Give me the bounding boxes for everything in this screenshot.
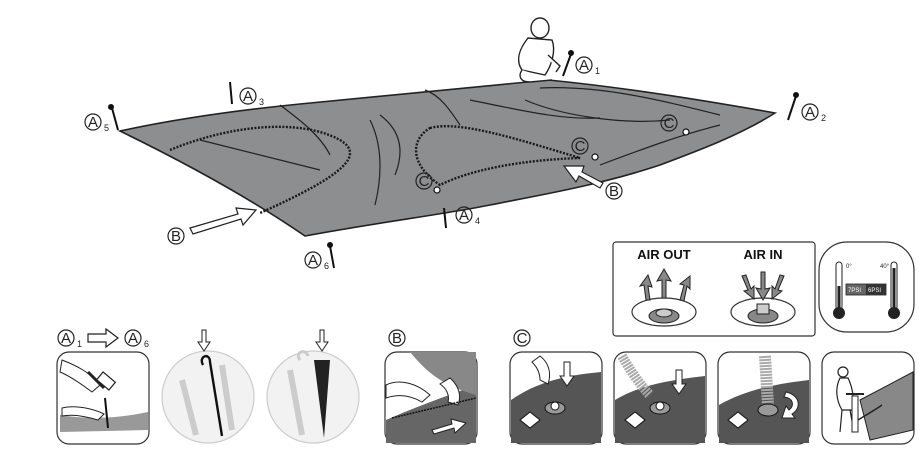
- step-a-stake-panel: [161, 329, 255, 444]
- cover-fold: [379, 114, 401, 176]
- air-in-label: AIR IN: [744, 247, 783, 262]
- svg-text:A: A: [243, 88, 253, 105]
- arrow-up-icon: [656, 268, 672, 299]
- cover-valve: [433, 186, 441, 194]
- svg-text:C: C: [664, 115, 675, 132]
- arrow-right-icon: [87, 327, 119, 349]
- label-c: C: [660, 114, 678, 132]
- svg-text:5: 5: [104, 123, 109, 133]
- cover-fold: [369, 119, 381, 206]
- pump-hose: [617, 353, 654, 399]
- label-a5: A 5: [84, 113, 109, 133]
- cover-valve: [682, 128, 690, 136]
- psi-high: 6PSI: [868, 288, 881, 294]
- cover-fold: [599, 124, 721, 166]
- air-out-label: AIR OUT: [637, 247, 691, 262]
- hand-icon: [385, 381, 431, 403]
- step-c-panel-2: [613, 351, 707, 445]
- step-c-panel-1: [509, 351, 603, 445]
- anchor-stake-icon: [287, 350, 330, 438]
- cover-fold: [424, 89, 461, 126]
- svg-text:C: C: [517, 330, 528, 347]
- step-b-header: B: [388, 329, 406, 347]
- arrow-down-icon: [771, 274, 785, 301]
- arrow-up-icon: [638, 273, 653, 301]
- rotate-arrow-icon: [781, 391, 799, 419]
- pump-hose: [759, 355, 774, 406]
- arrow-down-icon: [741, 274, 755, 301]
- svg-text:A: A: [579, 57, 589, 74]
- step-c-panel-3: [717, 351, 811, 445]
- valve-info-panel: AIR OUT AIR IN: [612, 241, 816, 337]
- label-c: C: [571, 137, 589, 155]
- arrow-up-icon: [678, 274, 691, 302]
- temp-max: 40°: [880, 264, 890, 270]
- cover-valve: [591, 153, 599, 161]
- hand-icon: [439, 377, 461, 406]
- thermometer-icon: [833, 261, 845, 319]
- arrow-right-icon: [189, 207, 258, 235]
- svg-text:2: 2: [821, 113, 826, 123]
- svg-text:C: C: [575, 138, 586, 155]
- person-icon: [518, 17, 561, 83]
- label-a2: A 2: [801, 103, 826, 123]
- svg-text:1: 1: [595, 66, 600, 76]
- svg-text:1: 1: [77, 339, 82, 349]
- cover-fold: [169, 125, 352, 215]
- svg-text:3: 3: [259, 97, 264, 107]
- svg-text:B: B: [392, 330, 402, 347]
- arrow-down-icon: [315, 329, 329, 352]
- svg-text:B: B: [171, 228, 181, 245]
- label-b: B: [605, 182, 623, 200]
- hammer-icon: [86, 370, 117, 391]
- step-c-panel-4: [821, 351, 915, 445]
- step-a-header: A 1 A 6: [57, 327, 149, 349]
- svg-text:A: A: [88, 114, 98, 131]
- arrow-right-icon: [431, 418, 468, 435]
- label-a6: A 6: [304, 251, 329, 271]
- arrow-down-icon: [671, 369, 687, 395]
- anchor-stake-icon: [108, 50, 799, 269]
- temp-min: 0°: [846, 264, 852, 270]
- svg-text:6: 6: [144, 339, 149, 349]
- step-a-spike-panel: [266, 329, 360, 444]
- svg-text:A: A: [459, 207, 469, 224]
- hand-icon: [531, 355, 551, 385]
- arrow-down-icon: [197, 329, 211, 352]
- cover-fold: [469, 99, 601, 119]
- anchor-stake-icon: [179, 354, 235, 437]
- svg-text:C: C: [419, 173, 430, 190]
- label-a1: A 1: [575, 56, 600, 76]
- step-c-header: C: [513, 329, 531, 347]
- svg-text:6: 6: [324, 261, 329, 271]
- pressure-gauge: 0° 40° 7PSI 6PSI: [818, 241, 915, 333]
- svg-text:4: 4: [475, 216, 480, 226]
- svg-text:A: A: [805, 104, 815, 121]
- hand-icon: [59, 359, 101, 393]
- svg-text:A: A: [61, 330, 71, 347]
- label-c: C: [415, 172, 433, 190]
- svg-text:A: A: [308, 252, 318, 269]
- pump-icon: [846, 393, 883, 433]
- step-b-panel: [384, 351, 478, 445]
- label-a3: A 3: [239, 87, 264, 107]
- arrow-down-icon: [755, 271, 771, 301]
- label-b: B: [167, 227, 185, 245]
- cover-fold: [415, 124, 581, 187]
- arrow-down-icon: [559, 361, 575, 387]
- step-a-hammer-panel: [56, 351, 150, 445]
- thermometer-icon: [888, 261, 900, 319]
- cover-fold: [539, 87, 721, 116]
- svg-text:B: B: [609, 183, 619, 200]
- label-a4: A 4: [455, 206, 480, 226]
- cover-fold: [524, 99, 671, 122]
- cover-fold: [279, 104, 331, 156]
- psi-low: 7PSI: [848, 288, 861, 294]
- cover-fold: [199, 139, 321, 171]
- arrow-left-icon: [562, 165, 604, 189]
- cover-surface: [117, 79, 778, 237]
- svg-text:A: A: [128, 330, 138, 347]
- pool-cover: [117, 79, 778, 237]
